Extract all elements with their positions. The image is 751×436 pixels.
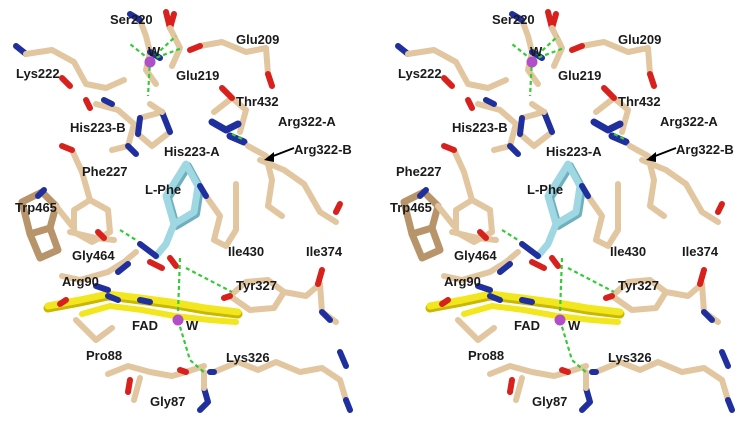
label-his223b: His223-B: [70, 120, 126, 135]
label-lphe-r: L-Phe: [527, 182, 563, 197]
label-arg322b-r: Arg322-B: [676, 142, 734, 157]
label-lys326: Lys326: [226, 350, 270, 365]
label-ser220: Ser220: [110, 12, 153, 27]
label-gly87-r: Gly87: [532, 394, 567, 409]
label-arg90: Arg90: [62, 274, 99, 289]
label-arg90-r: Arg90: [444, 274, 481, 289]
label-his223a-r: His223-A: [546, 144, 602, 159]
label-thr432-r: Thr432: [618, 94, 661, 109]
label-arg322a-r: Arg322-A: [660, 114, 718, 129]
label-ile374: Ile374: [306, 244, 343, 259]
right-panel: Ser220 Glu209 W Lys222 Glu219 Thr432 Arg…: [390, 12, 734, 410]
label-gly464: Gly464: [72, 248, 115, 263]
label-trp465-r: Trp465: [390, 200, 432, 215]
label-his223a: His223-A: [164, 144, 220, 159]
label-ile430: Ile430: [228, 244, 264, 259]
label-lys326-r: Lys326: [608, 350, 652, 365]
right-labels: Ser220 Glu209 W Lys222 Glu219 Thr432 Arg…: [390, 12, 734, 409]
label-lphe: L-Phe: [145, 182, 181, 197]
label-his223b-r: His223-B: [452, 120, 508, 135]
label-gly87: Gly87: [150, 394, 185, 409]
left-labels: Ser220 Glu209 W Lys222 Glu219 Thr432 Arg…: [15, 12, 352, 409]
label-phe227-r: Phe227: [396, 164, 442, 179]
label-glu209-r: Glu209: [618, 32, 661, 47]
label-tyr327: Tyr327: [236, 278, 277, 293]
arrow-arg322b-right: [646, 147, 677, 162]
label-lys222-r: Lys222: [398, 66, 442, 81]
label-fad-r: FAD: [514, 318, 540, 333]
label-w-top-r: W: [530, 44, 543, 59]
left-panel: Ser220 Glu209 W Lys222 Glu219 Thr432 Arg…: [15, 12, 352, 410]
label-pro88-r: Pro88: [468, 348, 504, 363]
label-fad: FAD: [132, 318, 158, 333]
label-glu209: Glu209: [236, 32, 279, 47]
label-ile430-r: Ile430: [610, 244, 646, 259]
label-pro88: Pro88: [86, 348, 122, 363]
label-phe227: Phe227: [82, 164, 128, 179]
label-trp465: Trp465: [15, 200, 57, 215]
arrow-arg322b-left: [264, 147, 295, 162]
label-lys222: Lys222: [16, 66, 60, 81]
label-w-bottom: W: [186, 318, 199, 333]
label-arg322b: Arg322-B: [294, 142, 352, 157]
label-glu219-r: Glu219: [558, 68, 601, 83]
label-glu219: Glu219: [176, 68, 219, 83]
label-gly464-r: Gly464: [454, 248, 497, 263]
label-tyr327-r: Tyr327: [618, 278, 659, 293]
label-w-top: W: [148, 44, 161, 59]
label-ile374-r: Ile374: [682, 244, 719, 259]
label-arg322a: Arg322-A: [278, 114, 336, 129]
label-ser220-r: Ser220: [492, 12, 535, 27]
label-thr432: Thr432: [236, 94, 279, 109]
label-w-bottom-r: W: [568, 318, 581, 333]
